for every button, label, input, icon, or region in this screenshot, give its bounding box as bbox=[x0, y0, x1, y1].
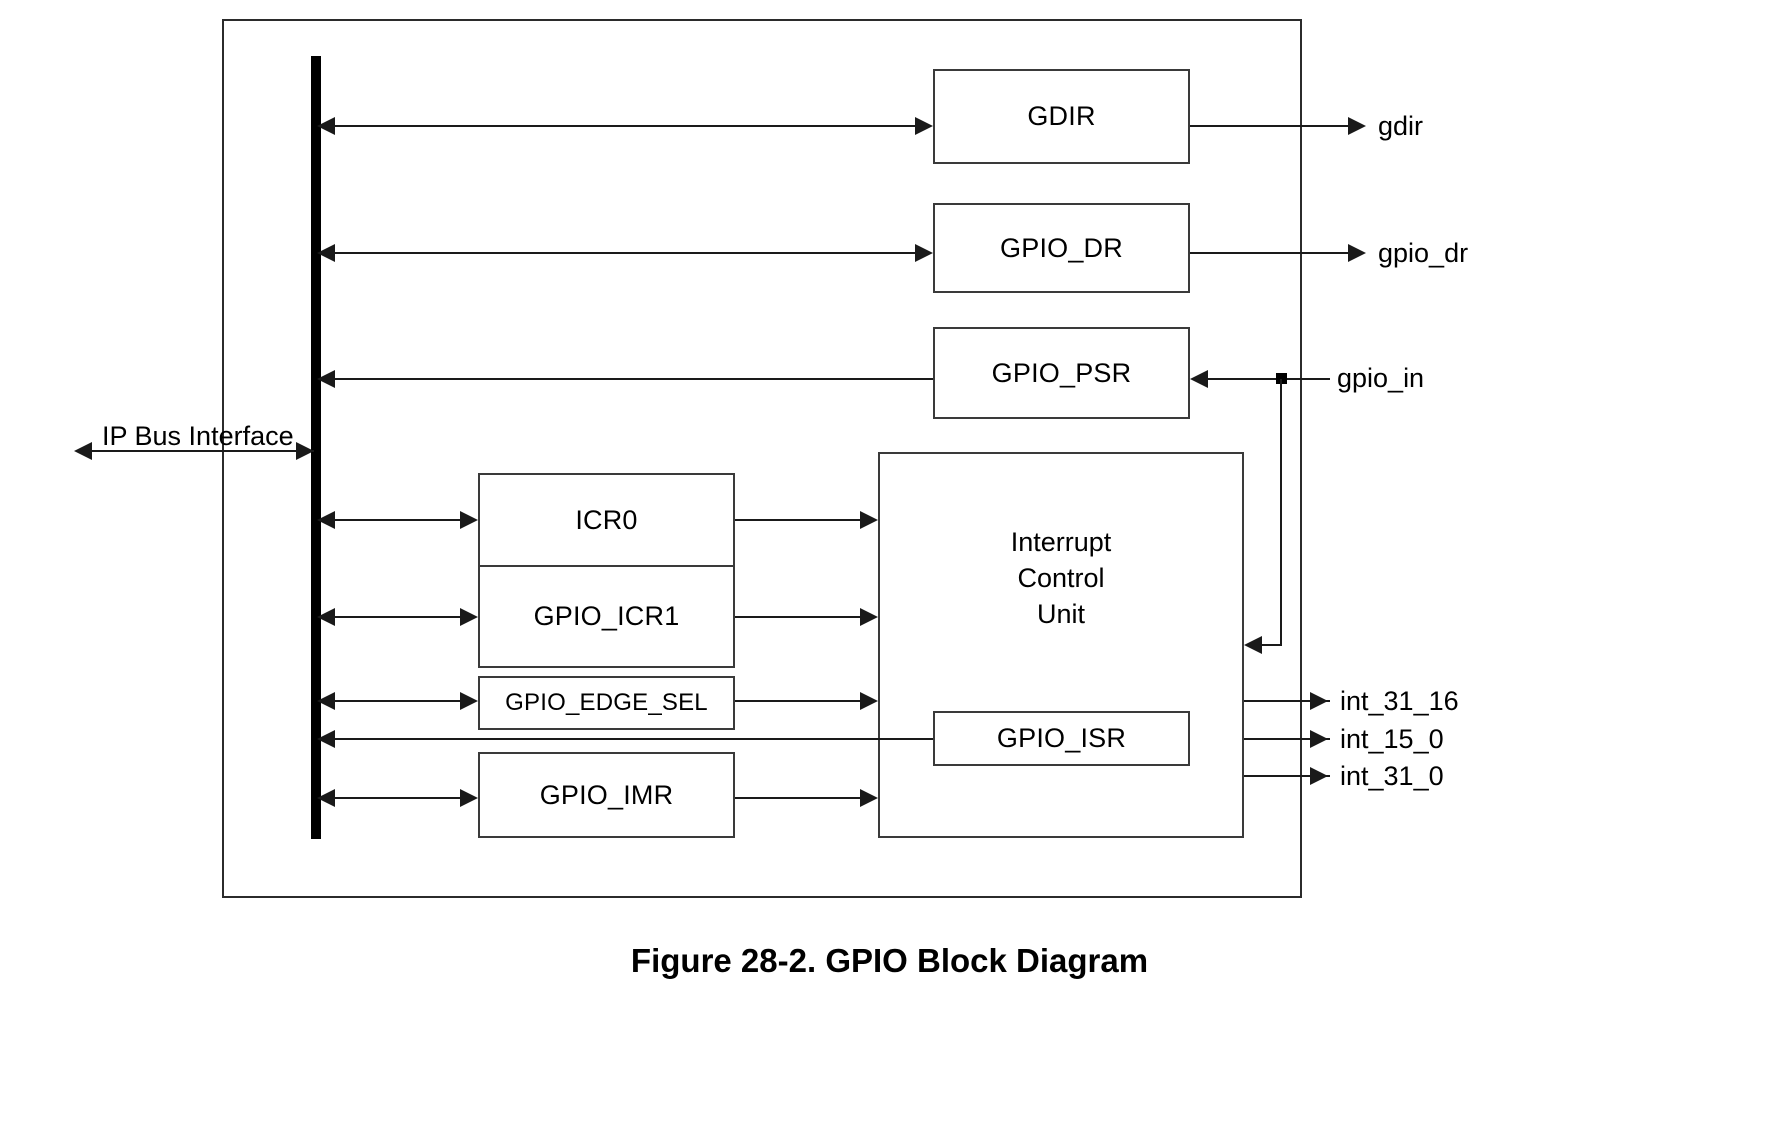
output-arrow-int-31-0-icon bbox=[1310, 767, 1328, 785]
bus-arrow-gpio-isr-to-bus-icon bbox=[317, 730, 335, 748]
interrupt-control-unit-label: Interrupt Control Unit bbox=[1011, 524, 1112, 632]
junction-dot-gpio-in bbox=[1276, 373, 1287, 384]
register-box-gpio-isr[interactable]: GPIO_ISR bbox=[933, 711, 1190, 766]
bus-arrow-bus-to-gpio-edge-sel-icon bbox=[460, 692, 478, 710]
output-arrow-int-15-0-icon bbox=[1310, 730, 1328, 748]
link-line-gpio-edge-sel-icu bbox=[735, 700, 860, 702]
bus-line-gpio-imr bbox=[335, 797, 460, 799]
icu-line-1: Interrupt bbox=[1010, 527, 1112, 557]
bus-arrow-bus-to-gpio-imr-icon bbox=[460, 789, 478, 807]
ip-bus-arrow-right-icon bbox=[296, 442, 314, 460]
register-box-gpio-icr1[interactable]: GPIO_ICR1 bbox=[478, 565, 735, 668]
register-box-gpio-edge-sel[interactable]: GPIO_EDGE_SEL bbox=[478, 676, 735, 730]
register-label-gpio-isr: GPIO_ISR bbox=[996, 723, 1127, 753]
bus-arrow-gpio-psr-to-bus-icon bbox=[317, 370, 335, 388]
icu-line-2: Control bbox=[1017, 563, 1105, 593]
feedback-line-gpio-in-horizontal bbox=[1262, 644, 1282, 646]
bus-arrow-bus-to-gdir-icon bbox=[915, 117, 933, 135]
output-line-gdir bbox=[1190, 125, 1360, 127]
output-line-gpio-dr bbox=[1190, 252, 1360, 254]
register-box-gpio-psr[interactable]: GPIO_PSR bbox=[933, 327, 1190, 419]
bus-line-gpio-icr1 bbox=[335, 616, 460, 618]
register-label-icr0: ICR0 bbox=[575, 504, 638, 535]
bus-arrow-icr0-to-bus-icon bbox=[317, 511, 335, 529]
register-box-gdir[interactable]: GDIR bbox=[933, 69, 1190, 164]
bus-arrow-bus-to-gpio-dr-icon bbox=[915, 244, 933, 262]
bus-line-gpio-edge-sel bbox=[335, 700, 460, 702]
gpio-module-frame bbox=[222, 19, 1302, 898]
ip-bus-bar bbox=[311, 56, 321, 839]
interrupt-control-unit-box[interactable]: Interrupt Control Unit bbox=[878, 452, 1244, 838]
input-label-gpio-in: gpio_in bbox=[1337, 363, 1425, 393]
ip-bus-interface-line bbox=[92, 450, 314, 452]
output-label-int-31-0: int_31_0 bbox=[1340, 761, 1444, 791]
register-label-gpio-dr: GPIO_DR bbox=[1000, 232, 1123, 263]
feedback-line-gpio-in-vertical bbox=[1280, 379, 1282, 646]
link-arrow-gpio-edge-sel-icu-icon bbox=[860, 692, 878, 710]
link-arrow-icr0-icu-icon bbox=[860, 511, 878, 529]
register-label-gpio-icr1: GPIO_ICR1 bbox=[533, 601, 680, 631]
icu-line-3: Unit bbox=[1036, 599, 1085, 629]
link-line-gpio-imr-icu bbox=[735, 797, 860, 799]
link-arrow-gpio-icr1-icu-icon bbox=[860, 608, 878, 626]
bus-arrow-gdir-to-bus-icon bbox=[317, 117, 335, 135]
output-label-gdir: gdir bbox=[1378, 111, 1424, 141]
bus-line-icr0 bbox=[335, 519, 460, 521]
output-label-int-15-0: int_15_0 bbox=[1340, 724, 1444, 754]
output-arrow-gdir-icon bbox=[1348, 117, 1366, 135]
bus-arrow-gpio-imr-to-bus-icon bbox=[317, 789, 335, 807]
feedback-arrow-gpio-in-to-icu-icon bbox=[1244, 636, 1262, 654]
bus-arrow-bus-to-gpio-icr1-icon bbox=[460, 608, 478, 626]
bus-line-gpio-dr bbox=[335, 252, 915, 254]
register-label-gpio-psr: GPIO_PSR bbox=[991, 357, 1132, 388]
ip-bus-interface-label: IP Bus Interface bbox=[102, 421, 294, 451]
link-arrow-gpio-imr-icu-icon bbox=[860, 789, 878, 807]
output-label-int-31-16: int_31_16 bbox=[1340, 686, 1459, 716]
register-box-gpio-imr[interactable]: GPIO_IMR bbox=[478, 752, 735, 838]
output-arrow-int-31-16-icon bbox=[1310, 692, 1328, 710]
bus-arrow-bus-to-icr0-icon bbox=[460, 511, 478, 529]
register-label-gpio-imr: GPIO_IMR bbox=[539, 779, 674, 810]
bus-arrow-gpio-dr-to-bus-icon bbox=[317, 244, 335, 262]
link-line-icr0-icu bbox=[735, 519, 860, 521]
bus-arrow-gpio-edge-sel-to-bus-icon bbox=[317, 692, 335, 710]
link-line-gpio-icr1-icu bbox=[735, 616, 860, 618]
input-arrow-gpio-in-icon bbox=[1190, 370, 1208, 388]
output-line-int-15-0 bbox=[1244, 738, 1330, 740]
bus-line-gpio-isr bbox=[335, 738, 933, 740]
output-line-int-31-16 bbox=[1244, 700, 1330, 702]
register-box-gpio-dr[interactable]: GPIO_DR bbox=[933, 203, 1190, 293]
register-label-gdir: GDIR bbox=[1027, 101, 1096, 131]
bus-line-gpio-psr bbox=[335, 378, 933, 380]
bus-line-gdir bbox=[335, 125, 915, 127]
register-label-gpio-edge-sel: GPIO_EDGE_SEL bbox=[505, 689, 708, 716]
bus-arrow-gpio-icr1-to-bus-icon bbox=[317, 608, 335, 626]
ip-bus-arrow-left-icon bbox=[74, 442, 92, 460]
output-arrow-gpio-dr-icon bbox=[1348, 244, 1366, 262]
register-box-icr0[interactable]: ICR0 bbox=[478, 473, 735, 565]
output-line-int-31-0 bbox=[1244, 775, 1330, 777]
output-label-gpio-dr: gpio_dr bbox=[1378, 238, 1469, 268]
figure-caption: Figure 28-2. GPIO Block Diagram bbox=[630, 942, 1149, 979]
input-line-gpio-in bbox=[1208, 378, 1330, 380]
